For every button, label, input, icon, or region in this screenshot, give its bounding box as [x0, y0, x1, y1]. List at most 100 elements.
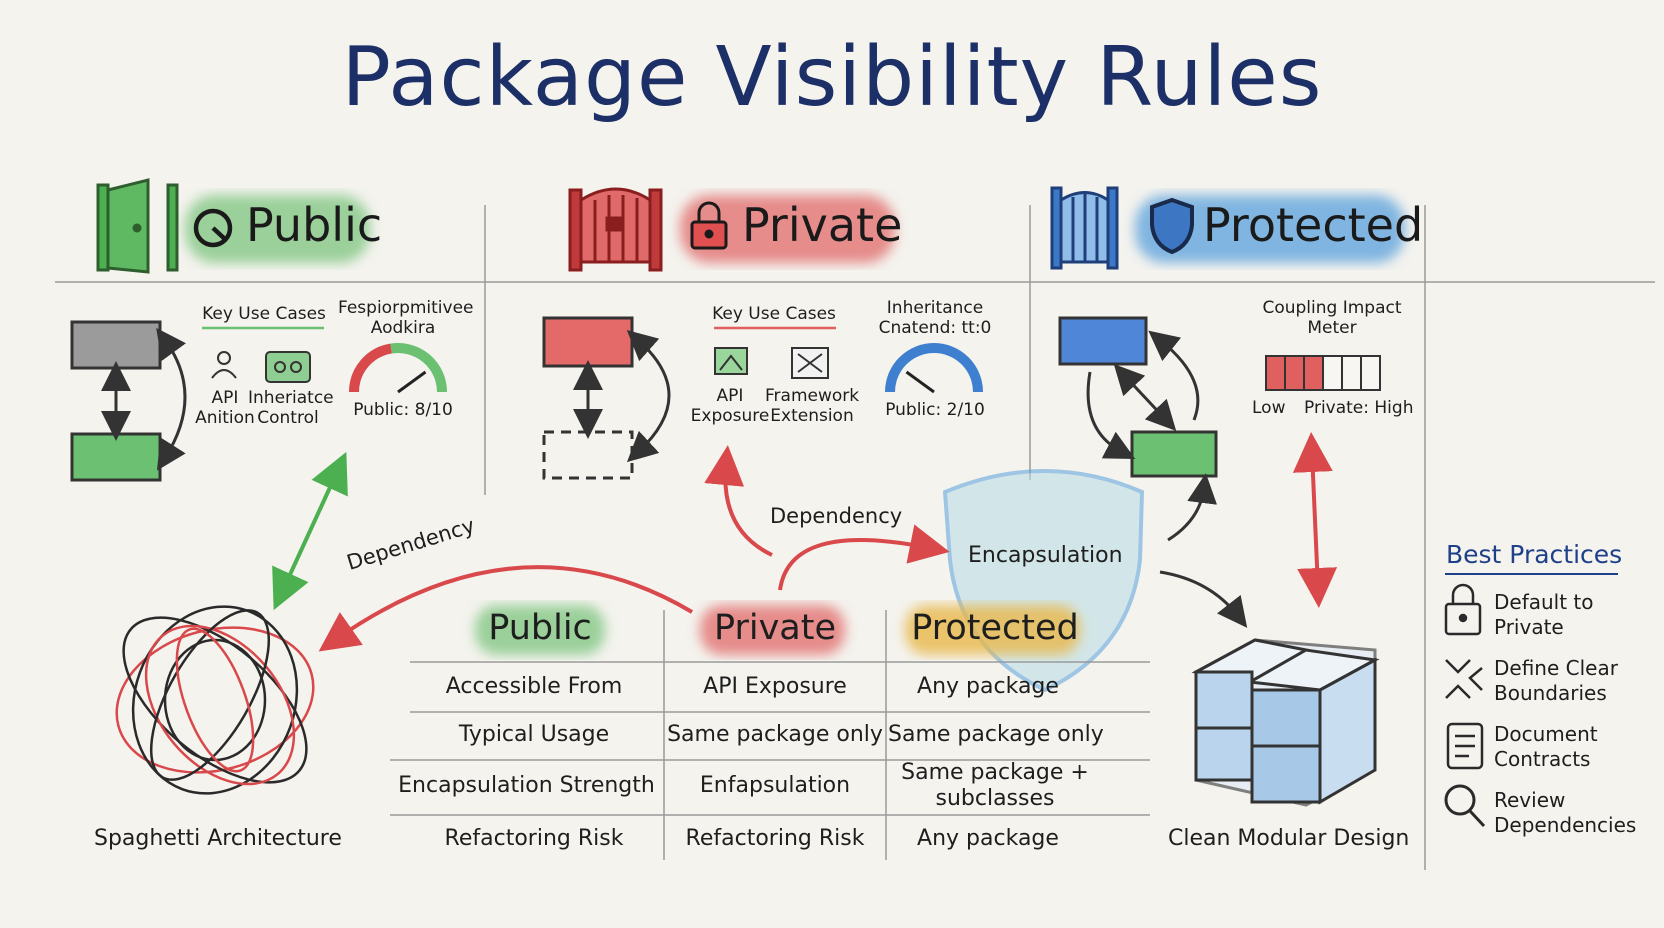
meter-segment [1341, 355, 1362, 391]
lock-icon [690, 201, 728, 250]
gate-icon [568, 187, 663, 272]
api-exposure-icon [714, 347, 748, 375]
best-practice-item: Document Contracts [1494, 722, 1598, 772]
best-practice-4-line1: Review [1494, 788, 1566, 812]
table-cell-r4c3: Any package [917, 826, 1059, 851]
best-practice-2-line2: Boundaries [1494, 681, 1607, 705]
public-gauge-title-line2: Aodkira [370, 318, 436, 338]
table-cell-r3c3-line1: Same package + [901, 760, 1089, 785]
modular-cubes-icon [1191, 638, 1380, 807]
private-use-case-b-line1: Framework [765, 386, 860, 406]
meter-segment [1284, 355, 1305, 391]
column-header-protected: Protected [1203, 198, 1424, 252]
best-practice-item: Review Dependencies [1494, 788, 1636, 838]
private-use-case-b: Framework Extension [765, 386, 859, 426]
meter-segment [1303, 355, 1324, 391]
best-practice-item: Default to Private [1494, 590, 1594, 640]
table-cell-r3c3-line2: subclasses [935, 786, 1055, 811]
table-cell-r1c1: Accessible From [445, 674, 623, 699]
encapsulation-label: Encapsulation [968, 543, 1123, 568]
coupling-meter-title: Coupling Impact Meter [1252, 298, 1412, 338]
column-header-public: Public [246, 198, 383, 252]
clean-modular-design-label: Clean Modular Design [1168, 826, 1410, 851]
public-use-case-b-line1: Inheriatce [248, 388, 334, 408]
public-gauge-title-line1: Fespiorpmitivee [338, 298, 474, 318]
private-use-case-a: API Exposure [690, 386, 770, 426]
best-practice-4-line2: Dependencies [1494, 813, 1637, 837]
coupling-meter-low: Low [1252, 398, 1286, 418]
page-title: Package Visibility Rules [341, 30, 1323, 125]
dependency-label-center: Dependency [770, 504, 903, 528]
clock-icon [193, 208, 233, 248]
table-cell-r2c2: Same package only [667, 722, 883, 747]
public-use-case-b-line2: Control [257, 408, 319, 428]
coupling-meter-title-line1: Coupling Impact [1262, 298, 1402, 318]
best-practices-title: Best Practices [1446, 540, 1623, 569]
flow-arrows [272, 432, 1338, 652]
comparison-table-lines [390, 610, 1150, 860]
table-cell-r4c2: Refactoring Risk [685, 826, 865, 851]
private-use-case-b-line2: Extension [770, 406, 854, 426]
shield-icon [1150, 197, 1194, 255]
best-practice-1-line1: Default to [1494, 590, 1594, 614]
private-gauge-title-line2: Cnatend: tt:0 [878, 318, 992, 338]
best-practice-1-line2: Private [1494, 615, 1564, 639]
table-header-private: Private [713, 608, 837, 648]
public-gauge-label: Public: 8/10 [353, 400, 453, 420]
column-header-private: Private [742, 198, 903, 252]
table-cell-r2c1: Typical Usage [458, 722, 610, 747]
lock-icon [1444, 583, 1482, 636]
public-module-boxes [70, 320, 187, 482]
public-use-case-a-line1: API [211, 388, 239, 408]
coupling-meter-high: Private: High [1304, 398, 1414, 418]
private-gauge-title-line1: Inheritance [886, 298, 984, 318]
encapsulation-shield [942, 469, 1145, 693]
open-door-icon [96, 178, 179, 274]
private-gauge-label: Public: 2/10 [885, 400, 985, 420]
spaghetti-icon [115, 605, 315, 795]
private-key-use-cases: Key Use Cases [712, 304, 836, 324]
grid-lines [55, 205, 1655, 870]
private-use-case-a-line2: Exposure [690, 406, 770, 426]
best-practice-2-line1: Define Clear [1494, 656, 1618, 680]
public-use-case-a-line2: Anition [195, 408, 255, 428]
coupling-meter-title-line2: Meter [1307, 318, 1357, 338]
table-cell-r3c3: Same package + subclasses [888, 760, 1102, 812]
header-highlights [185, 195, 1405, 263]
table-cell-r4c1: Refactoring Risk [444, 826, 624, 851]
private-module-boxes [542, 316, 671, 480]
public-gauge [349, 343, 447, 394]
public-key-use-cases: Key Use Cases [202, 304, 326, 324]
inheritance-control-icon [265, 351, 311, 383]
public-use-case-b: Inheriatce Control [248, 388, 334, 428]
meter-segment [1265, 355, 1286, 391]
private-use-case-a-line1: API [716, 386, 744, 406]
framework-extension-icon [791, 347, 829, 379]
api-action-icon [211, 351, 237, 379]
scroll-icon [1446, 722, 1484, 770]
private-gauge-title: Inheritance Cnatend: tt:0 [870, 298, 1000, 338]
private-gauge [885, 343, 983, 394]
table-cell-r2c3: Same package only [888, 722, 1104, 747]
protected-gate-icon [1050, 186, 1119, 270]
best-practice-3-line1: Document [1494, 722, 1598, 746]
public-gauge-title: Fespiorpmitivee Aodkira [338, 298, 474, 338]
meter-segment [1322, 355, 1343, 391]
spaghetti-architecture-label: Spaghetti Architecture [94, 826, 342, 851]
best-practice-3-line2: Contracts [1494, 747, 1591, 771]
table-cell-r3c1: Encapsulation Strength [398, 773, 655, 798]
magnifier-icon [1444, 784, 1486, 828]
table-cell-r1c2: API Exposure [703, 674, 847, 699]
best-practice-item: Define Clear Boundaries [1494, 656, 1618, 706]
table-cell-r1c3: Any package [917, 674, 1059, 699]
table-cell-r3c2: Enfapsulation [699, 773, 851, 798]
table-header-highlights [475, 605, 1080, 655]
table-header-public: Public [488, 608, 592, 648]
boundaries-icon [1445, 659, 1483, 699]
meter-segment [1360, 355, 1381, 391]
protected-module-boxes [1058, 316, 1218, 542]
coupling-impact-meter [1265, 355, 1381, 391]
table-header-protected: Protected [911, 608, 1079, 648]
public-use-case-a: API Anition [190, 388, 260, 428]
